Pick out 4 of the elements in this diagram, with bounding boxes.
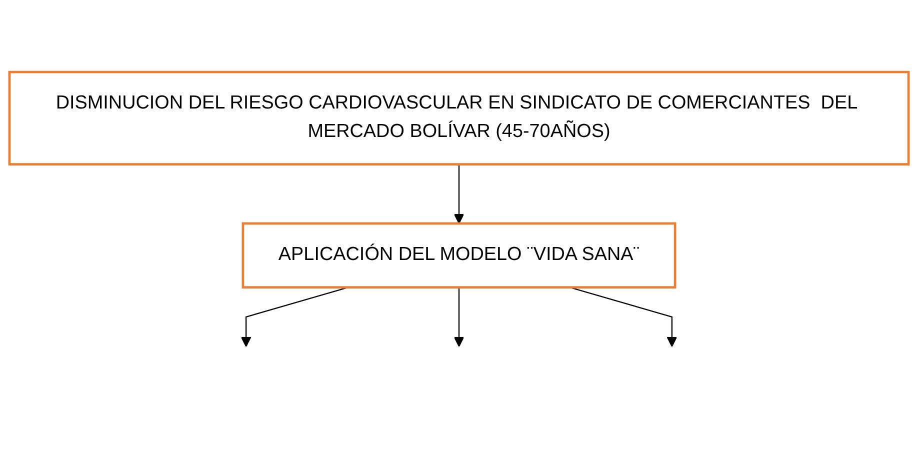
node-box: DISMINUCION DEL RIESGO CARDIOVASCULAR EN SINDICATO DE COMERCIANTES DEL MERCADO BOLÍVAR (45-70AÑOS) <box>8 70 910 166</box>
arrow <box>454 164 464 224</box>
node-box: APLICACIÓN DEL MODELO ¨VIDA SANA¨ <box>242 222 676 289</box>
arrow <box>454 287 464 347</box>
